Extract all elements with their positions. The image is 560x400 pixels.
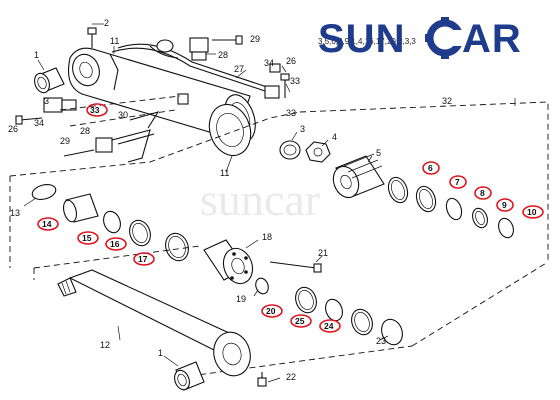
seal-part-9 (472, 207, 488, 229)
svg-text:10: 10 (527, 207, 537, 217)
svg-text:7: 7 (455, 177, 460, 187)
callout-34-left: 34 (34, 118, 44, 128)
highlight-10: 10 (522, 205, 544, 219)
bushing-part-1-bottom (174, 361, 205, 391)
svg-text:20: 20 (266, 306, 276, 316)
callout-22: 22 (286, 372, 296, 382)
callout-1-bottom: 1 (158, 348, 163, 358)
rod-head-part-11 (208, 103, 252, 173)
svg-text:25: 25 (295, 316, 305, 326)
bushing-part-1 (34, 67, 65, 94)
highlight-7: 7 (449, 175, 467, 189)
highlight-8: 8 (474, 186, 492, 200)
seal-part-24 (351, 308, 373, 336)
seal-part-16 (129, 219, 151, 247)
svg-text:33: 33 (90, 105, 100, 115)
callout-30: 30 (118, 110, 128, 120)
seal-part-7 (415, 185, 437, 213)
callout-3: 3 (300, 124, 305, 134)
callout-28-top: 28 (218, 50, 228, 60)
callout-5: 5 (376, 148, 381, 158)
seal-part-6 (387, 176, 409, 204)
callout-33-lower: 33 (286, 108, 296, 118)
callout-19: 19 (236, 294, 246, 304)
logo-gear-c-icon (425, 17, 464, 59)
callout-26-right: 26 (286, 56, 296, 66)
suncar-logo: SUN AR (318, 17, 522, 61)
ring-part-13 (31, 184, 57, 200)
highlight-20: 20 (261, 304, 283, 318)
highlight-14: 14 (37, 217, 59, 231)
bushing-part-14 (62, 193, 99, 223)
logo-text-left: SUN (318, 17, 405, 61)
callout-31: 3 (44, 96, 49, 106)
callout-34-right: 34 (264, 58, 274, 68)
highlight-16: 16 (105, 237, 127, 251)
callout-29-left: 29 (60, 136, 70, 146)
callout-21: 21 (318, 248, 328, 258)
svg-text:6: 6 (428, 163, 433, 173)
logo-text-right: AR (462, 17, 522, 61)
clamp-assembly-left (15, 97, 113, 157)
ring-part-23 (381, 318, 403, 346)
seal-part-8 (445, 197, 463, 221)
highlight-25: 25 (290, 314, 312, 328)
wiper-part-3 (279, 140, 301, 160)
piston-part-5 (332, 153, 385, 199)
svg-text:16: 16 (110, 239, 120, 249)
seal-part-10 (498, 217, 514, 239)
piston-rod-part-12 (57, 269, 251, 377)
nut-part-4 (305, 141, 331, 163)
callout-29-top: 29 (250, 34, 260, 44)
header-codes: 3,5,6,8,9,1,4,16,17,20,2,3,3 (318, 37, 416, 46)
svg-text:14: 14 (42, 219, 52, 229)
svg-text:9: 9 (502, 200, 507, 210)
svg-text:15: 15 (82, 233, 92, 243)
seal-part-20 (295, 286, 317, 314)
callout-27: 27 (234, 64, 244, 74)
highlight-17: 17 (133, 252, 155, 266)
bolt-part-2 (87, 27, 97, 48)
seal-part-15 (103, 210, 121, 234)
svg-text:24: 24 (324, 321, 334, 331)
callout-18: 18 (262, 232, 272, 242)
callout-12: 12 (100, 340, 110, 350)
callout-2: 2 (104, 18, 109, 28)
callout-28-left: 28 (80, 126, 90, 136)
callout-32: 32 (442, 96, 452, 106)
watermark-text: suncar (200, 174, 320, 225)
highlight-9: 9 (496, 198, 514, 212)
callout-11-top: 11 (110, 36, 119, 46)
seal-part-25 (325, 298, 343, 322)
svg-text:17: 17 (138, 254, 148, 264)
highlight-15: 15 (77, 231, 99, 245)
callout-1-top: 1 (34, 50, 39, 60)
seal-part-17 (165, 232, 189, 262)
highlight-6: 6 (422, 161, 440, 175)
clamp-part-28-top (189, 37, 209, 61)
callout-26-left: 26 (8, 124, 18, 134)
highlight-24: 24 (319, 319, 341, 333)
callout-33-right: 33 (290, 76, 300, 86)
callout-13: 13 (10, 208, 20, 218)
piston-part-18 (203, 239, 254, 285)
callout-23: 23 (376, 336, 386, 346)
callout-11-bottom: 11 (220, 168, 229, 178)
callout-4: 4 (332, 132, 337, 142)
highlight-33: 33 (86, 103, 108, 117)
svg-text:8: 8 (480, 188, 485, 198)
